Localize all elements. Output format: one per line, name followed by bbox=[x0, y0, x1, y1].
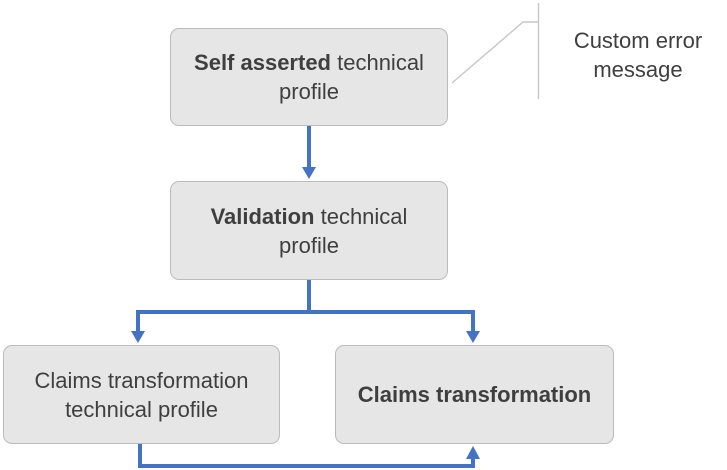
node-label-rest: technical profile bbox=[279, 50, 424, 104]
node-label-rest: technical profile bbox=[279, 203, 408, 258]
node-self-asserted-technical-profile: Self asserted technical profile bbox=[170, 28, 448, 126]
node-label-bold: Validation bbox=[210, 203, 315, 229]
callout-leader-diagonal bbox=[451, 21, 538, 84]
arrow-validation-split bbox=[131, 280, 480, 343]
node-claims-transformation-technical-profile: Claims transformation technical profile bbox=[3, 345, 280, 444]
node-label: Claims transformation technical profile bbox=[16, 366, 267, 424]
arrowhead-down-icon bbox=[131, 331, 145, 343]
node-label: Claims transformation bbox=[358, 380, 592, 409]
callout-leader-line bbox=[451, 3, 540, 99]
arrowhead-down-icon bbox=[466, 331, 480, 343]
node-label: Self asserted technical profile bbox=[183, 48, 435, 106]
node-label-bold: Claims transformation bbox=[357, 382, 592, 407]
arrow-elbow bbox=[138, 444, 475, 468]
arrow-self-asserted-to-validation bbox=[302, 126, 316, 179]
node-label-bold: Self asserted bbox=[194, 50, 331, 75]
arrowhead-down-icon bbox=[302, 167, 316, 179]
node-label: Validation technical profile bbox=[183, 202, 435, 260]
node-validation-technical-profile: Validation technical profile bbox=[170, 181, 448, 280]
arrow-claims-tp-to-claims-transformation bbox=[138, 444, 480, 468]
node-claims-transformation: Claims transformation bbox=[335, 345, 614, 444]
arrowhead-up-icon bbox=[466, 446, 480, 459]
callout-custom-error-message: Custom error message bbox=[573, 28, 703, 82]
node-label-rest: Claims transformation technical profile bbox=[34, 367, 249, 422]
